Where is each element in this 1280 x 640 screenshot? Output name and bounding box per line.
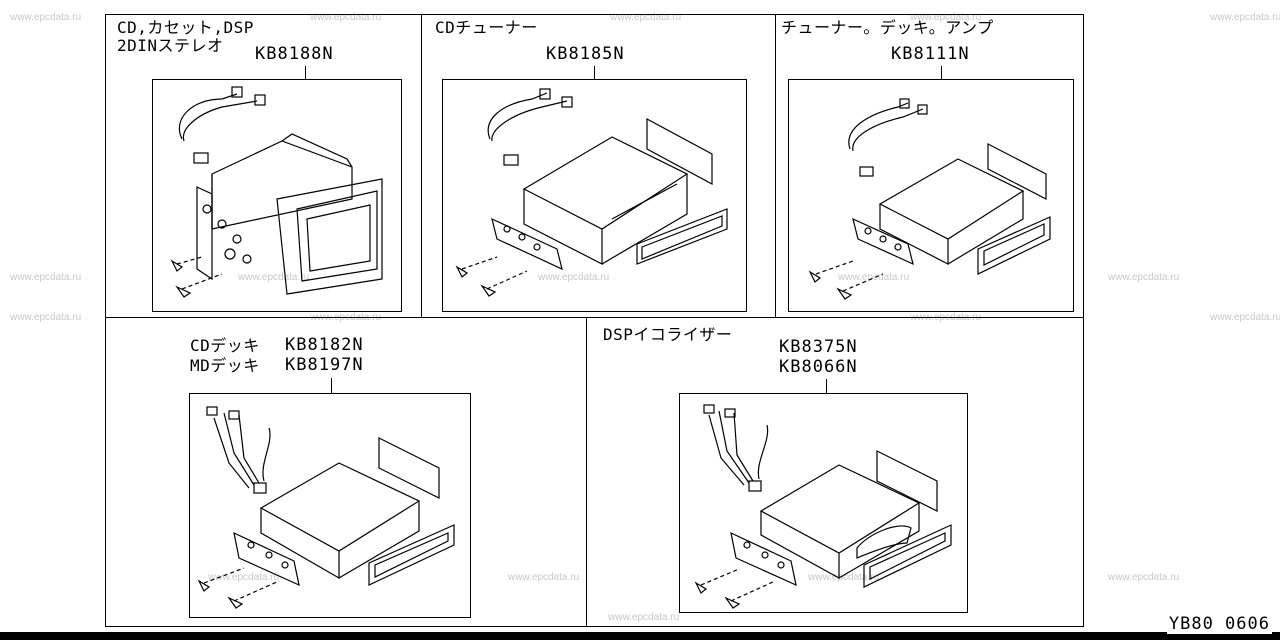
stereo-2din-illustration [170, 86, 383, 298]
leader-line [594, 66, 595, 80]
row-divider [105, 317, 1084, 318]
watermark: www.epcdata.ru [10, 312, 82, 323]
watermark: www.epcdata.ru [1210, 12, 1280, 23]
panel-4-illustration-box [189, 393, 471, 618]
watermark: www.epcdata.ru [608, 612, 680, 623]
watermark: www.epcdata.ru [10, 272, 82, 283]
panel-3-part-number: KB8111N [891, 44, 970, 64]
panel-1-illustration-box [152, 79, 402, 312]
panel-1-subtitle: 2DINステレオ [117, 36, 224, 55]
bottom-bar [0, 632, 1280, 640]
watermark: www.epcdata.ru [10, 12, 82, 23]
watermark: www.epcdata.ru [1108, 572, 1180, 583]
panel-4-subtitle: MDデッキ [190, 356, 260, 375]
leader-line [331, 378, 332, 394]
panel-2-part-number: KB8185N [546, 44, 625, 64]
leader-line [305, 66, 306, 80]
panel-3-illustration-box [788, 79, 1074, 312]
panel-4-part-number-1: KB8182N [285, 335, 364, 355]
diagram-code: YB80 0606 [1166, 614, 1272, 634]
panel-2-illustration-box [442, 79, 747, 312]
watermark: www.epcdata.ru [1108, 272, 1180, 283]
dsp-equalizer-illustration [694, 404, 952, 609]
watermark: www.epcdata.ru [610, 12, 682, 23]
panel-4-part-number-2: KB8197N [285, 355, 364, 375]
tuner-deck-amp-illustration [808, 98, 1051, 300]
watermark: www.epcdata.ru [238, 272, 310, 283]
panel-1-part-number: KB8188N [255, 44, 334, 64]
column-divider [421, 14, 422, 317]
panel-2-title: CDチューナー [435, 18, 538, 37]
column-divider [775, 14, 776, 317]
panel-3-title: チューナー。デッキ。アンプ [781, 18, 994, 37]
panel-5-title: DSPイコライザー [603, 325, 733, 344]
watermark: www.epcdata.ru [910, 12, 982, 23]
watermark: www.epcdata.ru [838, 272, 910, 283]
watermark: www.epcdata.ru [508, 572, 580, 583]
cd-md-deck-illustration [197, 406, 455, 609]
watermark: www.epcdata.ru [808, 572, 880, 583]
cd-tuner-illustration [455, 88, 728, 297]
diagram-frame [105, 14, 1084, 627]
panel-5-part-number-1: KB8375N [779, 337, 858, 357]
watermark: www.epcdata.ru [1210, 312, 1280, 323]
panel-5-illustration-box [679, 393, 968, 613]
panel-5-part-number-2: KB8066N [779, 357, 858, 377]
watermark: www.epcdata.ru [538, 272, 610, 283]
watermark: www.epcdata.ru [208, 572, 280, 583]
panel-1-title: CD,カセット,DSP [117, 18, 254, 37]
panel-4-title: CDデッキ [190, 336, 260, 355]
watermark: www.epcdata.ru [310, 12, 382, 23]
leader-line [826, 379, 827, 394]
leader-line [941, 66, 942, 80]
column-divider [586, 317, 587, 627]
